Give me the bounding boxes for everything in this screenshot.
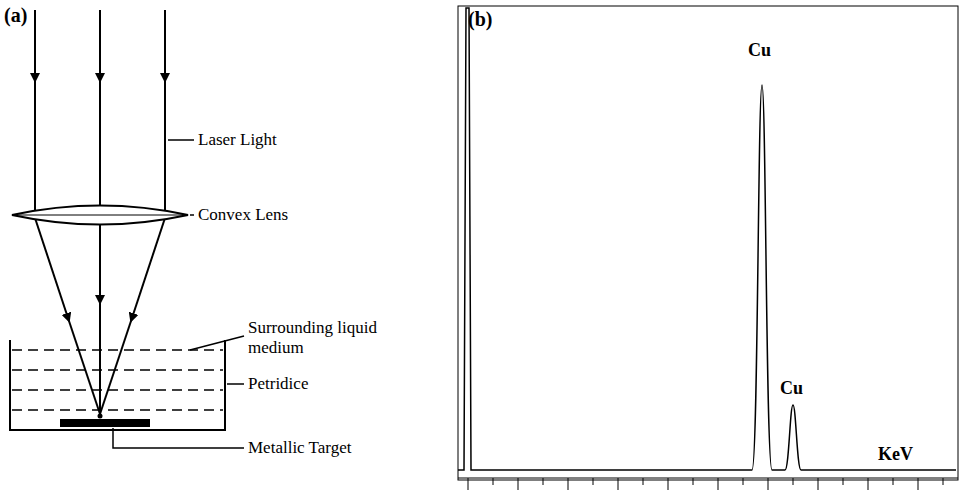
convex-lens: [12, 206, 188, 225]
peak-label: Cu: [748, 40, 771, 61]
axis-tick: [693, 478, 694, 485]
axis-tick: [718, 478, 719, 490]
axis-tick: [468, 478, 469, 490]
lens-axis: [12, 215, 188, 216]
peak-label: Cu: [780, 378, 803, 399]
axis-tick: [543, 478, 544, 485]
focal-point: [98, 414, 103, 419]
axis-tick: [843, 478, 844, 485]
part-label: Laser Light: [198, 130, 277, 150]
axis-tick: [818, 478, 819, 490]
spectrum-trace: [458, 8, 956, 470]
part-label: Metallic Target: [248, 438, 351, 458]
petri-dish: [10, 340, 225, 430]
axis-unit-label: KeV: [878, 444, 913, 465]
axis-tick: [568, 478, 569, 490]
axis-tick: [943, 478, 944, 485]
spectrum-frame: [458, 6, 958, 480]
leader-lines: [113, 140, 244, 448]
axis-tick: [918, 478, 919, 490]
panel-label: (a): [4, 4, 27, 27]
axis-ticks: [468, 478, 943, 490]
energy-axis: [458, 478, 958, 479]
axis-tick: [493, 478, 494, 485]
panel-label: (b): [468, 8, 492, 31]
part-label: Petridice: [248, 374, 308, 394]
axis-tick: [768, 478, 769, 490]
axis-tick: [518, 478, 519, 490]
axis-tick: [593, 478, 594, 485]
axis-tick: [668, 478, 669, 490]
part-label: Surrounding liquid medium: [248, 318, 398, 357]
axis-tick: [793, 478, 794, 485]
metallic-target: [60, 419, 150, 427]
part-label: Convex Lens: [198, 205, 288, 225]
axis-tick: [743, 478, 744, 485]
liquid-medium: [12, 350, 223, 410]
axis-tick: [618, 478, 619, 490]
axis-tick: [868, 478, 869, 490]
axis-tick: [893, 478, 894, 485]
axis-tick: [643, 478, 644, 485]
